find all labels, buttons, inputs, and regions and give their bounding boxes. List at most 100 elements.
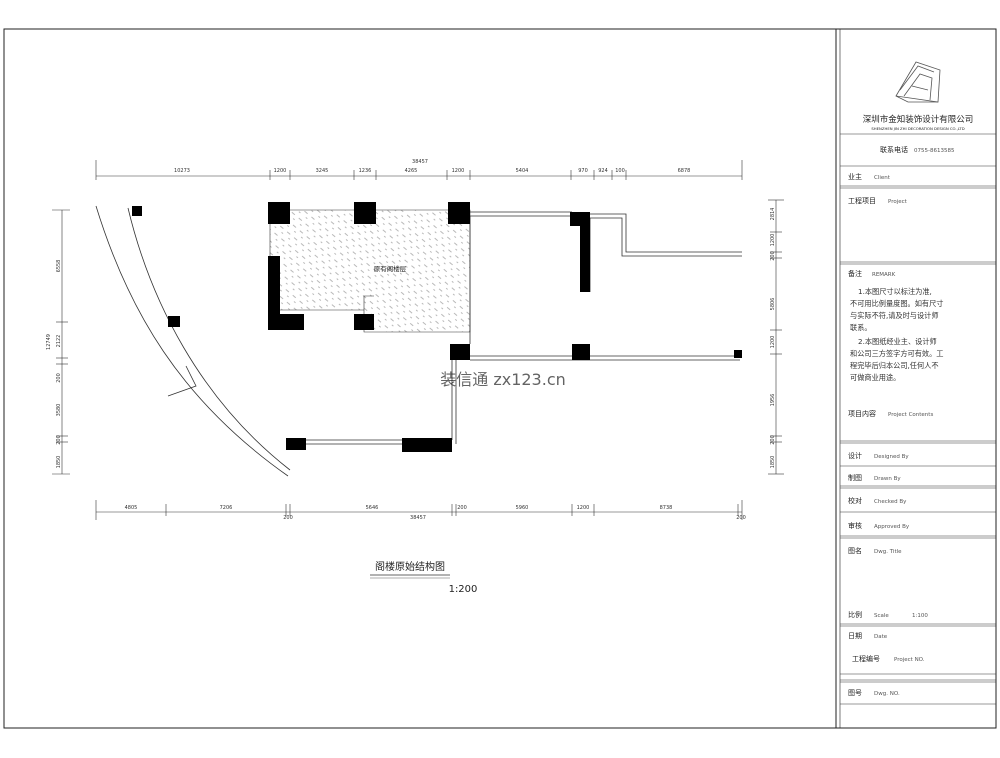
top-dimension-label: 924 xyxy=(598,168,608,174)
left-dimension-label: 200 xyxy=(56,373,62,383)
note-line: 可做商业用途。 xyxy=(850,373,900,382)
structural-columns xyxy=(132,202,742,452)
audit-value: Approved By xyxy=(874,524,910,530)
design-value: Designed By xyxy=(874,454,909,460)
scope-value: Project Contents xyxy=(888,412,933,418)
top-dimension-label: 1200 xyxy=(274,168,287,174)
scope-label: 项目内容 xyxy=(848,409,876,418)
bottom-dimension-label: 200 xyxy=(283,515,293,521)
column xyxy=(572,344,590,360)
title-block: 深圳市金知装饰设计有限公司 SHENZHEN JIN ZHI DECORATIO… xyxy=(840,61,996,705)
notes-text: 1.本图尺寸以标注为准, 不可用比例量度图。如有尺寸 与实际不符,请及时与设计师… xyxy=(850,287,943,382)
note-line: 1.本图尺寸以标注为准, xyxy=(858,287,932,296)
attic-hatched-area xyxy=(269,209,471,333)
column xyxy=(354,202,376,224)
check-value: Checked By xyxy=(874,499,907,505)
scale-code: Scale xyxy=(874,613,889,619)
left-dimension-labels: 12749 6558 2122 200 3580 200 1850 xyxy=(46,260,62,469)
bottom-dimension-labels: 4805 7206 200 5646 200 5960 1200 8738 20… xyxy=(125,505,746,521)
bottom-dimension-label: 4805 xyxy=(125,505,138,511)
column xyxy=(132,206,142,216)
column xyxy=(402,438,452,452)
right-dimension-label: 200 xyxy=(770,435,776,445)
bottom-dimension-label: 200 xyxy=(457,505,467,511)
date-value: Date xyxy=(874,634,888,640)
date-label: 日期 xyxy=(848,632,862,640)
bottom-dimension-label: 7206 xyxy=(220,505,233,511)
bottom-dimension-label: 8738 xyxy=(660,505,673,511)
notes-label: 备注 xyxy=(848,269,862,278)
right-dimension-label: 1200 xyxy=(770,234,776,247)
scale-label: 比例 xyxy=(848,610,862,619)
top-dimension-label: 100 xyxy=(615,168,625,174)
drawing-title-block: 阁楼原始结构图 1:200 xyxy=(370,560,477,595)
floor-plan: 原有阁楼层 xyxy=(95,202,742,477)
sheet-number-label: 图号 xyxy=(848,689,862,697)
right-dimension-labels: 2814 1200 200 5806 1200 1956 200 1850 xyxy=(770,208,776,469)
drawing-scale: 1:200 xyxy=(449,584,478,595)
top-dimension-label: 1200 xyxy=(452,168,465,174)
top-dimension-label: 6878 xyxy=(678,168,691,174)
draw-label: 制图 xyxy=(848,473,862,482)
company-logo-icon xyxy=(895,61,941,103)
bottom-dimension-label: 5960 xyxy=(516,505,529,511)
bottom-total-dimension: 38457 xyxy=(410,515,426,521)
right-dimension-line xyxy=(768,199,784,475)
left-dimension-label: 1850 xyxy=(56,456,62,469)
right-dimension-label: 5806 xyxy=(770,298,776,311)
top-dimension-label: 3245 xyxy=(316,168,329,174)
draw-value: Drawn By xyxy=(874,476,901,482)
audit-label: 审核 xyxy=(848,521,862,530)
left-dimension-line xyxy=(52,209,70,475)
column xyxy=(580,222,590,292)
top-total-dimension: 38457 xyxy=(412,159,428,165)
bottom-dimension-line xyxy=(95,500,743,520)
note-line: 与实际不符,请及时与设计师 xyxy=(850,311,939,320)
design-label: 设计 xyxy=(848,451,862,460)
note-line: 2.本图纸经业主、设计师 xyxy=(858,337,937,346)
sheet-frame xyxy=(3,28,997,729)
scale-value: 1:100 xyxy=(912,613,928,619)
top-dimension-label: 5404 xyxy=(516,168,529,174)
notes-value: REMARK xyxy=(872,272,896,278)
top-dimension-line xyxy=(95,160,743,180)
top-dimension-label: 4265 xyxy=(405,168,418,174)
top-dimension-label: 970 xyxy=(578,168,588,174)
note-line: 联系。 xyxy=(850,323,872,332)
drawing-name-value: Dwg. Title xyxy=(874,549,902,555)
right-dimension-label: 2814 xyxy=(770,208,776,221)
right-dimension-label: 200 xyxy=(770,251,776,261)
top-dimension-labels: 38457 10273 1200 3245 1236 4265 1200 540… xyxy=(174,159,690,174)
drawing-title: 阁楼原始结构图 xyxy=(375,560,445,573)
column xyxy=(286,438,306,450)
bottom-dimension-label: 5646 xyxy=(366,505,379,511)
bottom-dimension-label: 1200 xyxy=(577,505,590,511)
left-dimension-label: 6558 xyxy=(56,260,62,273)
client-value: Client xyxy=(874,175,891,181)
job-number-label: 工程编号 xyxy=(852,654,880,663)
walls xyxy=(95,205,742,477)
project-label: 工程项目 xyxy=(848,196,876,205)
column xyxy=(450,344,470,360)
sheet-number-value: Dwg. NO. xyxy=(874,691,900,697)
column xyxy=(268,314,304,330)
phone-label: 联系电话 xyxy=(880,145,908,154)
title-block-rules xyxy=(840,165,996,705)
left-dimension-label: 2122 xyxy=(56,335,62,348)
company-name: 深圳市金知装饰设计有限公司 xyxy=(863,114,974,125)
left-dimension-label: 3580 xyxy=(56,404,62,417)
top-dimension-label: 10273 xyxy=(174,168,190,174)
phone-value: 0755-8613585 xyxy=(914,148,955,154)
bottom-dimension-label: 200 xyxy=(736,515,746,521)
watermark-text: 装信通 zx123.cn xyxy=(440,370,566,389)
note-line: 不可用比例量度图。如有尺寸 xyxy=(850,299,943,308)
stair-notch xyxy=(363,295,374,310)
company-name-en: SHENZHEN JIN ZHI DECORATION DESIGN CO.,L… xyxy=(871,126,964,131)
right-dimension-label: 1200 xyxy=(770,336,776,349)
check-label: 校对 xyxy=(848,496,862,505)
project-value: Project xyxy=(888,199,908,205)
column xyxy=(354,314,374,330)
room-label: 原有阁楼层 xyxy=(374,264,407,273)
left-total-dimension: 12749 xyxy=(46,334,52,350)
job-number-value: Project NO. xyxy=(894,657,925,663)
